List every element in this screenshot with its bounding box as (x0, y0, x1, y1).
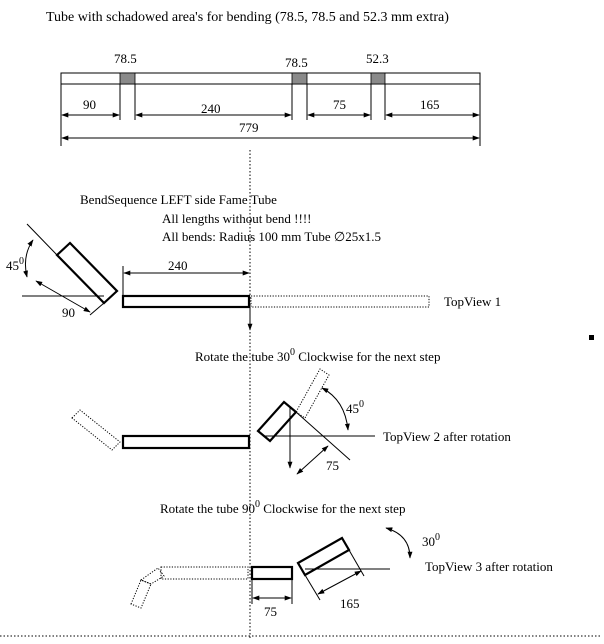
view3-length-165: 165 (340, 596, 360, 611)
sequence-note-lengths: All lengths without bend !!!! (162, 211, 311, 226)
sequence-heading: BendSequence LEFT side Fame Tube (80, 192, 277, 207)
straight-tube-drawing: 78.5 78.5 52.3 90 240 75 165 779 (60, 51, 481, 146)
bend-zone-3 (370, 72, 386, 85)
bend-ghost-joint (139, 567, 165, 585)
tube-segment-75-view3 (250, 565, 294, 581)
view1-length-90: 90 (62, 305, 75, 320)
bend-zone-2 (291, 72, 308, 85)
view2-angle-value: 450 (346, 399, 364, 416)
rotate-instruction-1: Rotate the tube 300 Clockwise for the ne… (195, 347, 440, 364)
angle-arc-30-view3 (385, 527, 413, 559)
angle-arc-45 (23, 239, 34, 278)
sequence-note-bends: All bends: Radius 100 mm Tube ∅25x1.5 (162, 229, 381, 244)
dim-arrow-165-view3 (317, 570, 362, 595)
view2-label: TopView 2 after rotation (383, 429, 511, 444)
segment-label-90: 90 (83, 97, 96, 112)
top-view-2: 450 75 TopView 2 after rotation (71, 368, 511, 475)
unbent-remainder-ghost (250, 295, 430, 308)
view1-label: TopView 1 (444, 294, 501, 309)
view2-length-75: 75 (326, 458, 339, 473)
view3-angle-value: 300 (422, 532, 440, 549)
dim-arrow-75-view2 (296, 445, 329, 475)
bend-zone-1 (119, 72, 136, 85)
bend-zone-3-label: 52.3 (366, 51, 389, 66)
segment-label-240: 240 (201, 101, 221, 116)
marker-square (589, 335, 594, 340)
top-view-1: 450 90 240 TopView 1 (6, 223, 501, 331)
view1-length-240: 240 (168, 258, 188, 273)
view1-angle-value: 450 (6, 256, 24, 273)
straight-tube (60, 72, 481, 85)
dim-arrow-90 (35, 280, 91, 313)
rotated-tube-ghost (295, 368, 330, 419)
straight-tube-segment (121, 294, 251, 309)
bend-zone-2-label: 78.5 (285, 55, 308, 70)
prior-bend-ghost (71, 409, 121, 451)
top-view-3: 300 75 165 TopView 3 after rotation (130, 527, 553, 619)
view3-length-75: 75 (264, 604, 277, 619)
bend-ghost-lower (130, 579, 152, 609)
rotate-instruction-2: Rotate the tube 900 Clockwise for the ne… (160, 499, 405, 516)
total-length-label: 779 (239, 120, 259, 135)
view3-label: TopView 3 after rotation (425, 559, 553, 574)
straight-ghost-view3 (160, 566, 249, 580)
segment-label-165: 165 (420, 97, 440, 112)
straight-tube-segment-2 (121, 434, 251, 450)
diagram-title: Tube with schadowed area's for bending (… (46, 10, 449, 25)
segment-label-75: 75 (333, 97, 346, 112)
bent-tube-section-45deg (55, 241, 119, 305)
angle-arc-45-view2 (321, 387, 350, 431)
bend-zone-1-label: 78.5 (114, 51, 137, 66)
